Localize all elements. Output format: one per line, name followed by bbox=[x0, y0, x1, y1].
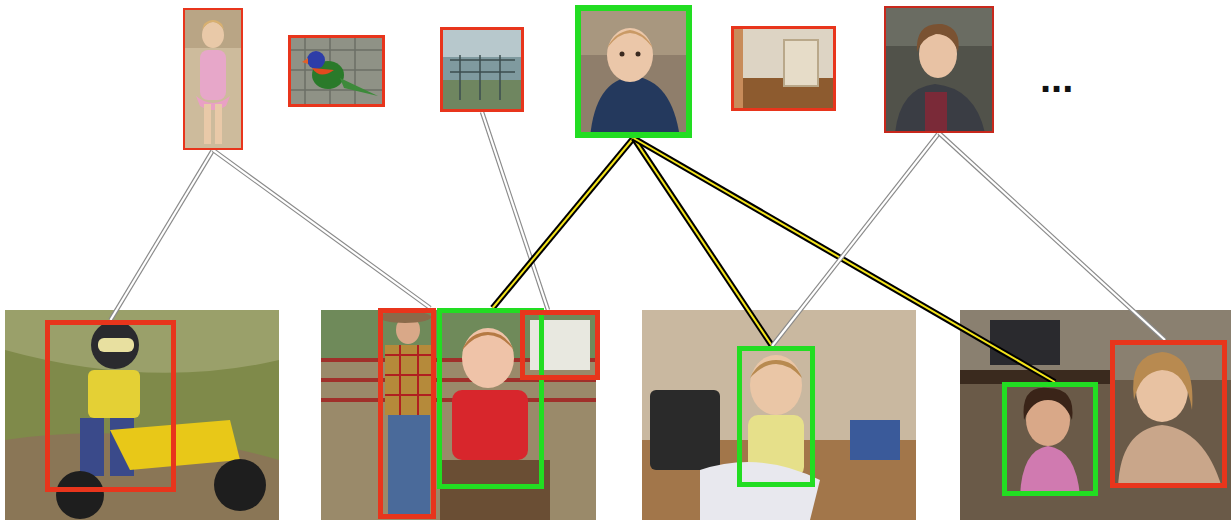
thumb-woman bbox=[884, 6, 994, 133]
link-core bbox=[493, 138, 634, 308]
detection-box bbox=[1002, 382, 1098, 496]
detection-box bbox=[520, 310, 600, 380]
link-core bbox=[482, 112, 548, 310]
link-core bbox=[634, 138, 1055, 382]
link-core bbox=[213, 150, 430, 308]
link-outline bbox=[634, 138, 773, 346]
thumb-parrot bbox=[288, 35, 385, 107]
detection-box bbox=[378, 308, 436, 519]
detection-box bbox=[731, 26, 836, 111]
match-link bbox=[634, 138, 1055, 382]
link-core bbox=[772, 133, 939, 346]
link-outline bbox=[939, 133, 1165, 340]
candidate-link bbox=[482, 112, 548, 310]
ellipsis-label: ... bbox=[1040, 58, 1073, 98]
thumb-outdoor bbox=[440, 27, 524, 112]
candidate-link bbox=[772, 133, 939, 346]
candidate-link bbox=[939, 133, 1165, 340]
link-outline bbox=[482, 112, 548, 310]
match-link bbox=[634, 138, 773, 346]
detection-box bbox=[183, 8, 243, 150]
thumb-girl bbox=[183, 8, 243, 150]
thumb-baby bbox=[575, 5, 692, 138]
candidate-link bbox=[111, 150, 214, 320]
link-outline bbox=[772, 133, 939, 346]
detection-box bbox=[737, 346, 815, 487]
link-outline bbox=[111, 150, 214, 320]
link-outline bbox=[493, 138, 634, 308]
link-core bbox=[634, 138, 773, 346]
link-outline bbox=[634, 138, 1055, 382]
photo-kitchen bbox=[642, 310, 916, 520]
detection-box bbox=[45, 320, 176, 492]
detection-box bbox=[1110, 340, 1227, 488]
detection-box bbox=[575, 5, 692, 138]
detection-box bbox=[884, 6, 994, 133]
thumb-room bbox=[731, 26, 836, 111]
candidate-link bbox=[213, 150, 430, 308]
detection-box bbox=[437, 308, 544, 489]
detection-box bbox=[440, 27, 524, 112]
photo-room bbox=[960, 310, 1231, 520]
link-core bbox=[111, 150, 214, 320]
link-core bbox=[939, 133, 1165, 340]
match-link bbox=[493, 138, 634, 308]
detection-box bbox=[288, 35, 385, 107]
link-outline bbox=[213, 150, 430, 308]
photo-dirtbike bbox=[5, 310, 279, 520]
